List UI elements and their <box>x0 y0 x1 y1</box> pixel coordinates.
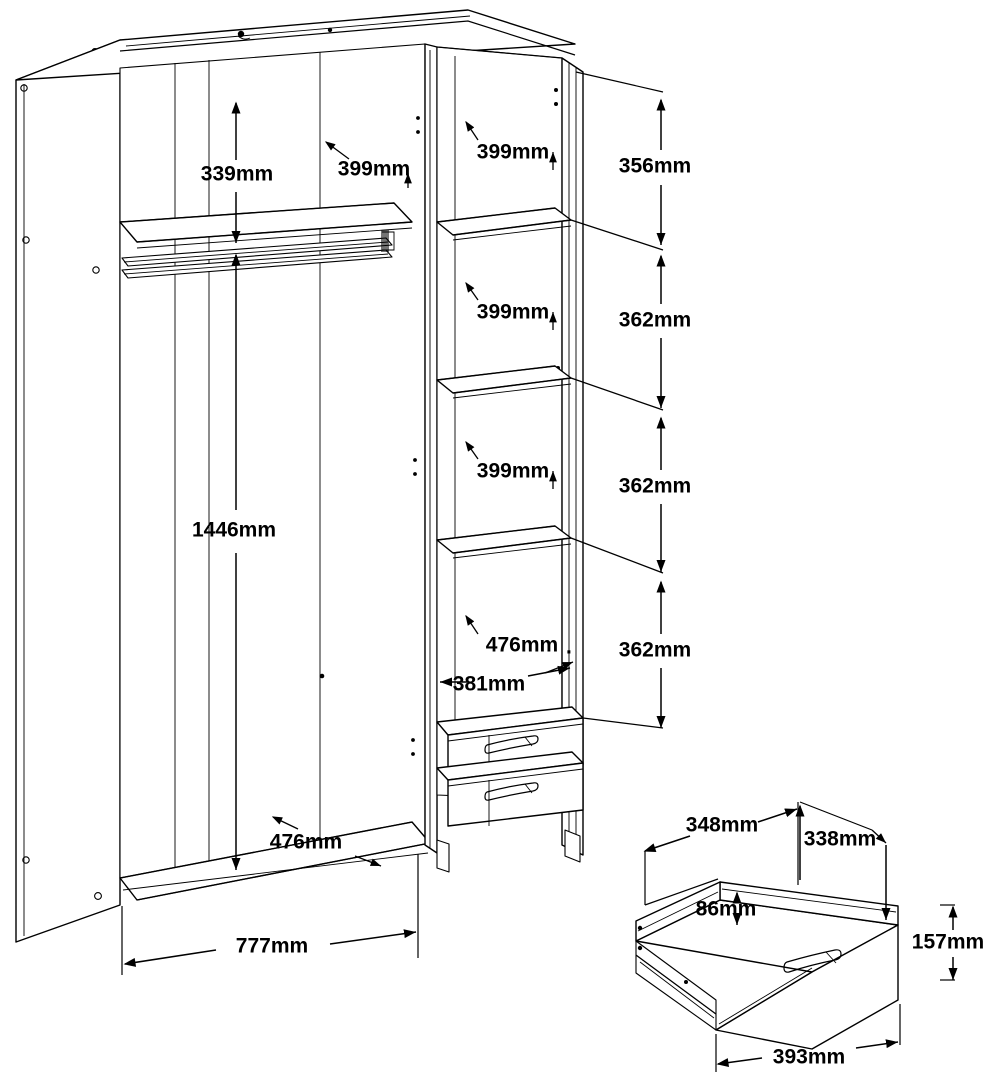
dim-label-86: 86mm <box>696 898 757 921</box>
dim-label-476-base: 476mm <box>270 831 342 854</box>
dim-label-348: 348mm <box>686 814 758 837</box>
dim-label-399-shelf1: 399mm <box>477 141 549 164</box>
dim-label-476-lower: 476mm <box>486 634 558 657</box>
lower-drawer-handle[interactable] <box>484 782 539 801</box>
dim-label-777: 777mm <box>236 935 308 958</box>
drawer-detail <box>635 801 958 1072</box>
dim-label-362-bay2: 362mm <box>619 475 691 498</box>
right-shelf-1 <box>436 207 572 241</box>
dim-label-476-lower-period: . <box>566 636 572 659</box>
right-shelf-2 <box>436 365 572 399</box>
dimension-labels: 339mm 399mm 399mm 356mm 399mm 362mm 399m… <box>192 141 984 1069</box>
centre-divider-panel <box>319 43 438 854</box>
dim-label-399-shelf3: 399mm <box>477 460 549 483</box>
dim-label-338: 338mm <box>804 828 876 851</box>
dim-label-1446: 1446mm <box>192 519 276 542</box>
dim-label-362-bay1: 362mm <box>619 309 691 332</box>
dim-label-399-shelf2: 399mm <box>477 301 549 324</box>
hanging-rail <box>121 230 395 279</box>
dim-label-393: 393mm <box>773 1046 845 1069</box>
plinth-foot <box>436 829 581 873</box>
dim-label-381: 381mm <box>453 673 525 696</box>
dim-label-362-bay3: 362mm <box>619 639 691 662</box>
drawer-detail-handle[interactable] <box>783 949 842 973</box>
lower-drawer <box>436 751 584 827</box>
left-side-panel <box>15 39 121 943</box>
dim-label-157: 157mm <box>912 931 984 954</box>
right-bay-top-edge <box>436 46 563 59</box>
upper-drawer-handle[interactable] <box>484 735 539 754</box>
dim-label-399-left: 399mm <box>338 158 410 181</box>
wardrobe-carcass <box>15 9 584 943</box>
left-bay-top-shelf <box>119 202 413 249</box>
dim-label-356: 356mm <box>619 155 691 178</box>
dim-label-339: 339mm <box>201 163 273 186</box>
wardrobe-dimension-lines <box>121 71 666 975</box>
